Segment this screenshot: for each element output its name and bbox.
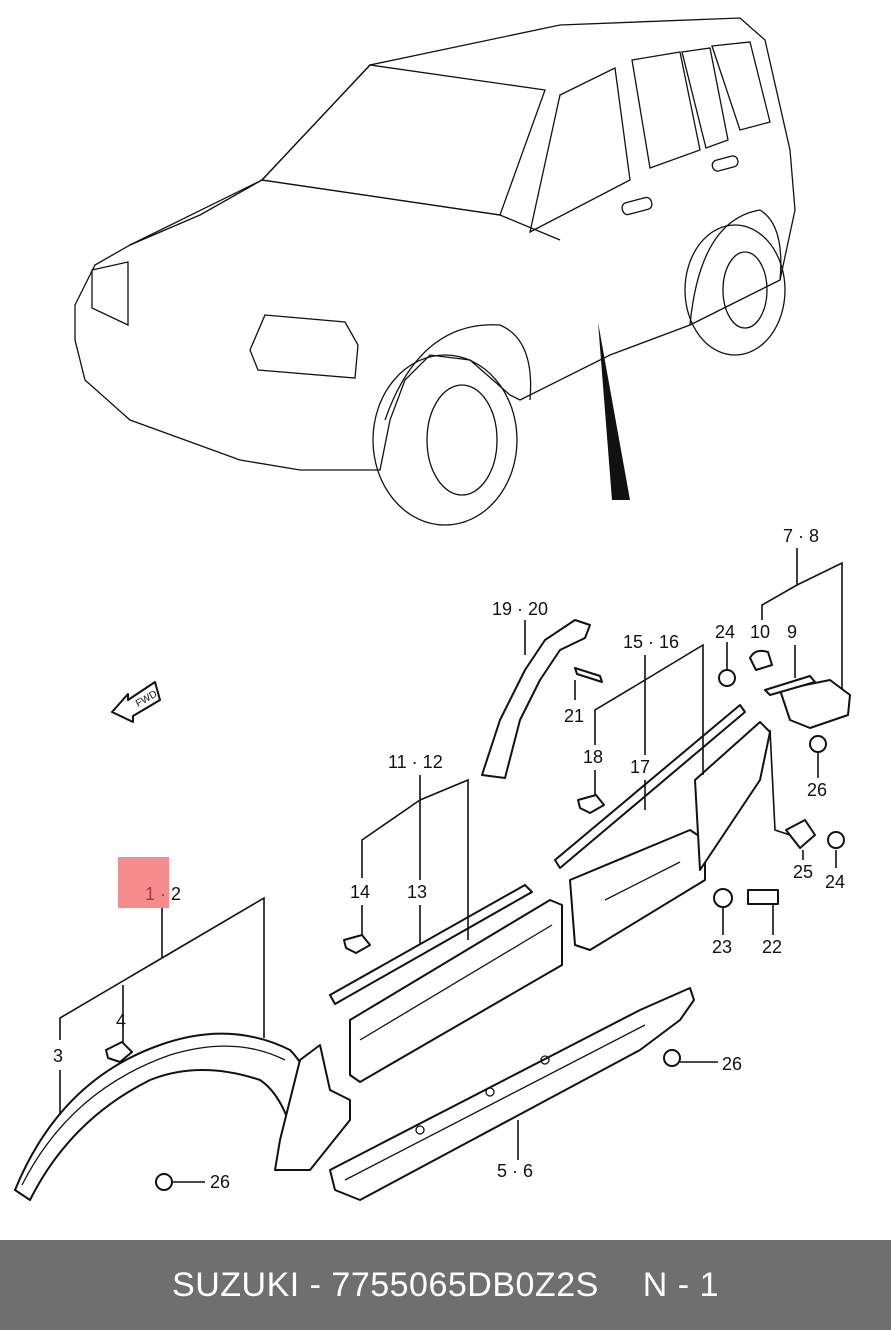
- part-number: 7755065DB0Z2S: [331, 1265, 599, 1304]
- callout-24-bottom: 24: [825, 872, 845, 892]
- clip-23: [713, 888, 733, 908]
- callout-26-right: 26: [722, 1054, 742, 1074]
- clip-14: [343, 934, 371, 954]
- callout-labels: 1 · 2 3 4 5 · 6 7 · 8 9 10 11 · 12 13 14…: [53, 526, 845, 1192]
- callout-10: 10: [750, 622, 770, 642]
- callout-4: 4: [116, 1011, 126, 1031]
- bolt-22: [747, 889, 779, 905]
- callout-21: 21: [564, 706, 584, 726]
- callout-5-6: 5 · 6: [497, 1161, 533, 1181]
- clip-18: [577, 794, 605, 814]
- callout-9: 9: [787, 622, 797, 642]
- clip-26-bottom: [155, 1173, 173, 1191]
- clip-26-right: [663, 1049, 681, 1067]
- callout-26-top: 26: [807, 780, 827, 800]
- callout-23: 23: [712, 937, 732, 957]
- callout-22: 22: [762, 937, 782, 957]
- front-door-garnish: [329, 884, 563, 1083]
- callout-17: 17: [630, 757, 650, 777]
- callout-14: 14: [350, 882, 370, 902]
- callout-15-16: 15 · 16: [623, 632, 679, 652]
- leader-lines: [59, 548, 843, 1183]
- callout-19-20: 19 · 20: [492, 599, 548, 619]
- callout-24-top: 24: [715, 622, 735, 642]
- fender-liner: [481, 619, 591, 779]
- clip-26-top: [809, 735, 827, 753]
- callout-25: 25: [793, 862, 813, 882]
- vehicle-illustration: [74, 17, 796, 526]
- position-code: N - 1: [642, 1265, 719, 1304]
- callout-3: 3: [53, 1046, 63, 1066]
- diagram-canvas: FWD: [14, 17, 851, 1201]
- sill-garnish: [329, 987, 695, 1201]
- callout-26-bottom: 26: [210, 1172, 230, 1192]
- callout-7-8: 7 · 8: [783, 526, 819, 546]
- callout-11-12: 11 · 12: [388, 752, 443, 772]
- forward-arrow-icon: FWD: [111, 681, 161, 723]
- parts-diagram: FWD: [14, 17, 851, 1201]
- screw-24-bottom: [827, 831, 845, 849]
- clip-4: [105, 1041, 133, 1063]
- screw-21: [574, 667, 603, 683]
- rear-fender-flare: [749, 649, 851, 729]
- brand-separator: -: [299, 1265, 332, 1304]
- brand-name: SUZUKI: [172, 1265, 300, 1304]
- callout-18: 18: [583, 747, 603, 767]
- bracket-25: [785, 819, 816, 849]
- front-fender-flare: [14, 1032, 351, 1201]
- screw-24-top: [718, 669, 736, 687]
- part-highlight-marker: [118, 857, 169, 908]
- callout-13: 13: [407, 882, 427, 902]
- rear-door-garnish: [554, 704, 771, 951]
- part-number-banner: SUZUKI - 7755065DB0Z2S N - 1: [0, 1240, 891, 1330]
- fasteners: [105, 667, 845, 1191]
